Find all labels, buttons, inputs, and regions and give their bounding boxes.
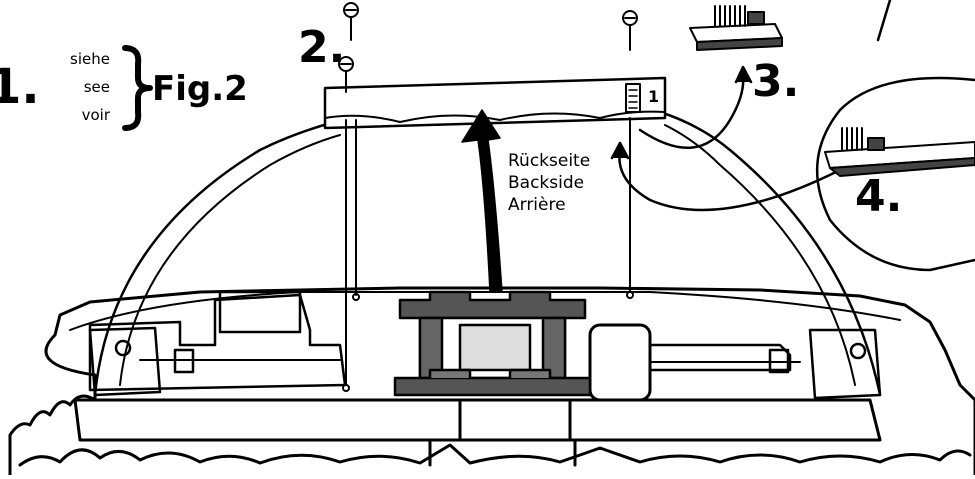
right-coupling xyxy=(768,348,790,374)
back-side-note-1: Rückseite xyxy=(508,151,591,171)
arrow-to-step3 xyxy=(638,73,745,150)
lift-arrow xyxy=(461,109,503,293)
step-1-label: 1. xyxy=(0,59,40,115)
magnifier-circle xyxy=(815,76,975,272)
board-connector xyxy=(625,83,641,113)
reference-brace xyxy=(122,45,153,131)
back-side-note-2: Backside xyxy=(508,173,585,193)
decoder-module-step3 xyxy=(689,5,783,51)
decoder-board xyxy=(323,76,667,130)
flywheel xyxy=(588,323,652,402)
frame-plate xyxy=(73,398,882,442)
pcb-marking: 1 xyxy=(648,87,660,106)
screw-1 xyxy=(343,2,359,41)
chassis-screw-right xyxy=(849,342,867,360)
figure-reference: Fig.2 xyxy=(152,69,248,109)
back-side-note-3: Arrière xyxy=(508,195,566,215)
inner-frame xyxy=(88,293,347,392)
reference-word-2: see xyxy=(83,78,110,96)
left-coupling xyxy=(173,348,195,374)
step-2-label: 2. xyxy=(298,22,346,73)
chassis-screw-left xyxy=(114,339,132,357)
left-arch-inner xyxy=(119,134,341,386)
step-3-label: 3. xyxy=(752,56,800,107)
left-block xyxy=(218,290,302,334)
decoder-module-step4 xyxy=(824,127,975,177)
right-arch xyxy=(658,110,882,397)
right-arch-inner xyxy=(664,124,856,386)
reference-word-3: voir xyxy=(81,106,110,124)
screw-2 xyxy=(338,56,360,392)
reference-word-1: siehe xyxy=(70,50,110,68)
chassis-bottom-wave xyxy=(18,443,972,467)
chassis-outline xyxy=(8,286,975,477)
arrow-to-step4 xyxy=(618,148,842,212)
left-arch xyxy=(93,116,352,397)
step-4-label: 4. xyxy=(855,171,903,222)
screw-3 xyxy=(622,10,638,299)
motor xyxy=(393,290,592,397)
